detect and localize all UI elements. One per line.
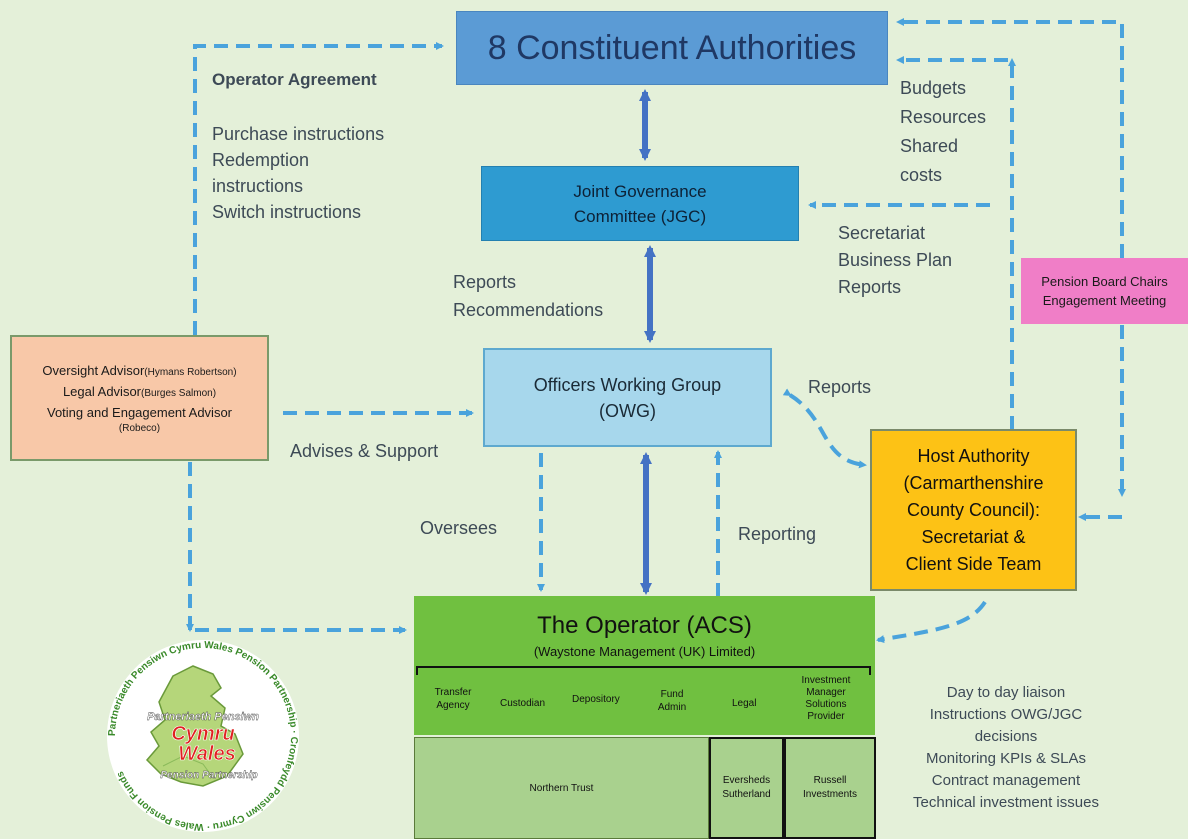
advises-support-label: Advises & Support [290, 441, 439, 461]
arrow-host-to-operator [876, 600, 987, 643]
operator-title: The Operator (ACS) [537, 612, 752, 639]
service-legal: Legal [732, 698, 757, 709]
logo-wales: Wales [178, 743, 235, 765]
reporting-label: Reporting [738, 524, 817, 544]
wales-pension-partnership-logo: Partneriaeth Pensiwn Cymru Wales Pension… [107, 640, 299, 832]
service-custodian: Custodian [500, 698, 546, 709]
authorities-title: 8 Constituent Authorities [487, 28, 857, 67]
pension-board-chairs-box: Pension Board Chairs Engagement Meeting [1021, 258, 1188, 324]
owg-line1: Officers Working Group [533, 374, 722, 395]
reports-label: Reports [808, 377, 872, 397]
voting-advisor: Voting and Engagement Advisor [46, 404, 233, 420]
host-line5: Client Side Team [905, 553, 1042, 574]
wales-map-icon [145, 665, 244, 787]
secretariat-label: Secretariat Business Plan Reports [838, 223, 953, 297]
provider-northern-trust: Northern Trust [414, 737, 709, 839]
logo-cymru: Cymru [171, 723, 234, 745]
pbc-line1: Pension Board Chairs [1041, 274, 1168, 289]
jgc-line1: Joint Governance [573, 181, 707, 201]
oversight-advisor: Oversight Advisor(Hymans Robertson) [42, 362, 237, 378]
operator-box: The Operator (ACS) (Waystone Management … [414, 596, 875, 735]
operator-agreement-label: Operator Agreement [212, 70, 377, 89]
logo-top-text: Partneriaeth Pensiwn [147, 711, 259, 723]
reports-recommendations-label: Reports Recommendations [453, 272, 604, 320]
voting-advisor-org: (Robeco) [118, 422, 161, 434]
logo-bottom-text: Pension Partnership [160, 770, 257, 781]
owg-box: Officers Working Group (OWG) [483, 348, 772, 447]
advisors-box: Oversight Advisor(Hymans Robertson) Lega… [10, 335, 269, 461]
liaison-label: Day to day liaison Instructions OWG/JGC … [913, 684, 1099, 811]
instructions-label: Purchase instructions Redemption instruc… [212, 124, 385, 222]
host-line1: Host Authority [917, 445, 1030, 466]
host-line4: Secretariat & [921, 526, 1026, 547]
pbc-line2: Engagement Meeting [1042, 293, 1167, 308]
arrow-advisors-to-authorities [193, 42, 444, 335]
legal-advisor: Legal Advisor(Burges Salmon) [62, 383, 217, 399]
host-line3: County Council): [906, 499, 1041, 520]
budgets-label: Budgets Resources Shared costs [900, 78, 987, 185]
operator-subtitle: (Waystone Management (UK) Limited) [533, 644, 756, 659]
operator-bracket [416, 666, 871, 675]
owg-line2: (OWG) [599, 400, 656, 421]
host-authority-box: Host Authority (Carmarthenshire County C… [870, 429, 1077, 591]
arrow-owg-host-reports [782, 388, 867, 469]
oversees-label: Oversees [420, 518, 498, 538]
service-depository: Depository [572, 694, 620, 705]
host-line2: (Carmarthenshire [903, 472, 1044, 493]
authorities-box: 8 Constituent Authorities [456, 11, 888, 85]
arrow-pbc-to-authorities [896, 18, 1124, 258]
jgc-line2: Committee (JGC) [573, 206, 707, 226]
jgc-box: Joint Governance Committee (JGC) [481, 166, 799, 241]
